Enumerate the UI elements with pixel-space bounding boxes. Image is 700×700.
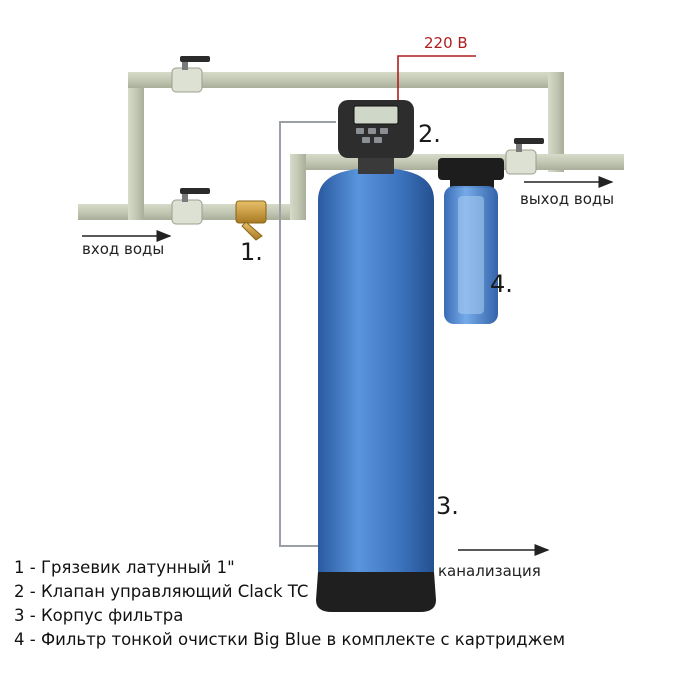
bypass-riser-left <box>128 72 144 220</box>
filter-tank <box>316 168 436 612</box>
drain-label: канализация <box>438 562 541 580</box>
valve-connection <box>290 154 306 220</box>
ball-valve-inlet <box>171 188 210 225</box>
water-in-label: вход воды <box>82 240 164 258</box>
legend-list: 1 - Грязевик латунный 1" 2 - Клапан упра… <box>14 556 694 652</box>
pipe-network <box>78 72 624 220</box>
power-wire <box>397 55 476 102</box>
ball-valve-top <box>171 56 210 93</box>
bypass-riser-right <box>548 72 564 172</box>
power-label: 220 В <box>424 34 468 52</box>
legend-item: 3 - Корпус фильтра <box>14 606 184 625</box>
legend-item: 2 - Клапан управляющий Clack TC <box>14 582 309 601</box>
control-valve-head <box>338 100 414 174</box>
marker-3: 3. <box>436 492 459 520</box>
marker-2: 2. <box>418 120 441 148</box>
brass-strainer-icon <box>235 200 267 241</box>
ball-valve-outlet <box>505 138 544 175</box>
marker-4: 4. <box>490 270 513 298</box>
bypass-top-pipe <box>128 72 564 88</box>
legend-item: 1 - Грязевик латунный 1" <box>14 558 235 577</box>
marker-1: 1. <box>240 238 263 266</box>
water-out-label: выход воды <box>520 190 614 208</box>
legend-item: 4 - Фильтр тонкой очистки Big Blue в ком… <box>14 630 566 649</box>
big-blue-filter <box>438 158 504 324</box>
drain-line <box>279 121 336 547</box>
